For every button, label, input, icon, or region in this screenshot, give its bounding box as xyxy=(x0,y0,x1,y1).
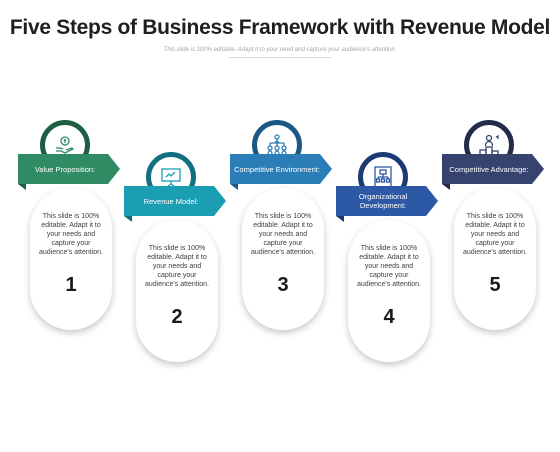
step-5: This slide is 100% editable. Adapt it to… xyxy=(442,120,552,420)
step-label: Competitive Advantage: xyxy=(449,164,529,174)
step-description: This slide is 100% editable. Adapt it to… xyxy=(39,213,103,256)
step-2: This slide is 100% editable. Adapt it to… xyxy=(124,152,234,452)
organization-chart-icon xyxy=(374,166,392,188)
step-3: This slide is 100% editable. Adapt it to… xyxy=(230,120,340,420)
step-banner: Value Proposition: xyxy=(18,154,120,190)
step-banner: Revenue Model: xyxy=(124,186,226,222)
step-card: This slide is 100% editable. Adapt it to… xyxy=(348,220,430,362)
step-4: This slide is 100% editable. Adapt it to… xyxy=(336,152,446,452)
hand-money-icon xyxy=(56,136,75,154)
step-number: 2 xyxy=(171,306,183,328)
step-number: 3 xyxy=(277,274,289,296)
step-description: This slide is 100% editable. Adapt it to… xyxy=(357,245,421,288)
step-label: Revenue Model: xyxy=(143,196,199,206)
title-divider xyxy=(228,57,332,58)
step-number: 1 xyxy=(65,274,77,296)
step-card: This slide is 100% editable. Adapt it to… xyxy=(136,220,218,362)
step-number: 4 xyxy=(383,306,395,328)
step-description: This slide is 100% editable. Adapt it to… xyxy=(145,245,209,288)
step-banner: Organizational Development: xyxy=(336,186,438,222)
step-label: Competitive Environment: xyxy=(234,164,320,174)
step-banner: Competitive Advantage: xyxy=(442,154,544,190)
step-number: 5 xyxy=(489,274,501,296)
slide-title: Five Steps of Business Framework with Re… xyxy=(9,16,551,39)
step-description: This slide is 100% editable. Adapt it to… xyxy=(251,213,315,256)
step-1: This slide is 100% editable. Adapt it to… xyxy=(18,120,128,420)
step-label: Organizational Development: xyxy=(358,192,408,210)
step-card: This slide is 100% editable. Adapt it to… xyxy=(454,188,536,330)
slide-subtitle: This slide is 100% editable. Adapt it to… xyxy=(163,47,397,53)
presentation-board-icon xyxy=(161,168,181,187)
step-banner: Competitive Environment: xyxy=(230,154,332,190)
team-hierarchy-icon xyxy=(267,134,287,155)
step-card: This slide is 100% editable. Adapt it to… xyxy=(30,188,112,330)
step-description: This slide is 100% editable. Adapt it to… xyxy=(463,213,527,256)
step-label: Value Proposition: xyxy=(34,164,96,174)
podium-leader-icon xyxy=(479,134,499,156)
step-card: This slide is 100% editable. Adapt it to… xyxy=(242,188,324,330)
